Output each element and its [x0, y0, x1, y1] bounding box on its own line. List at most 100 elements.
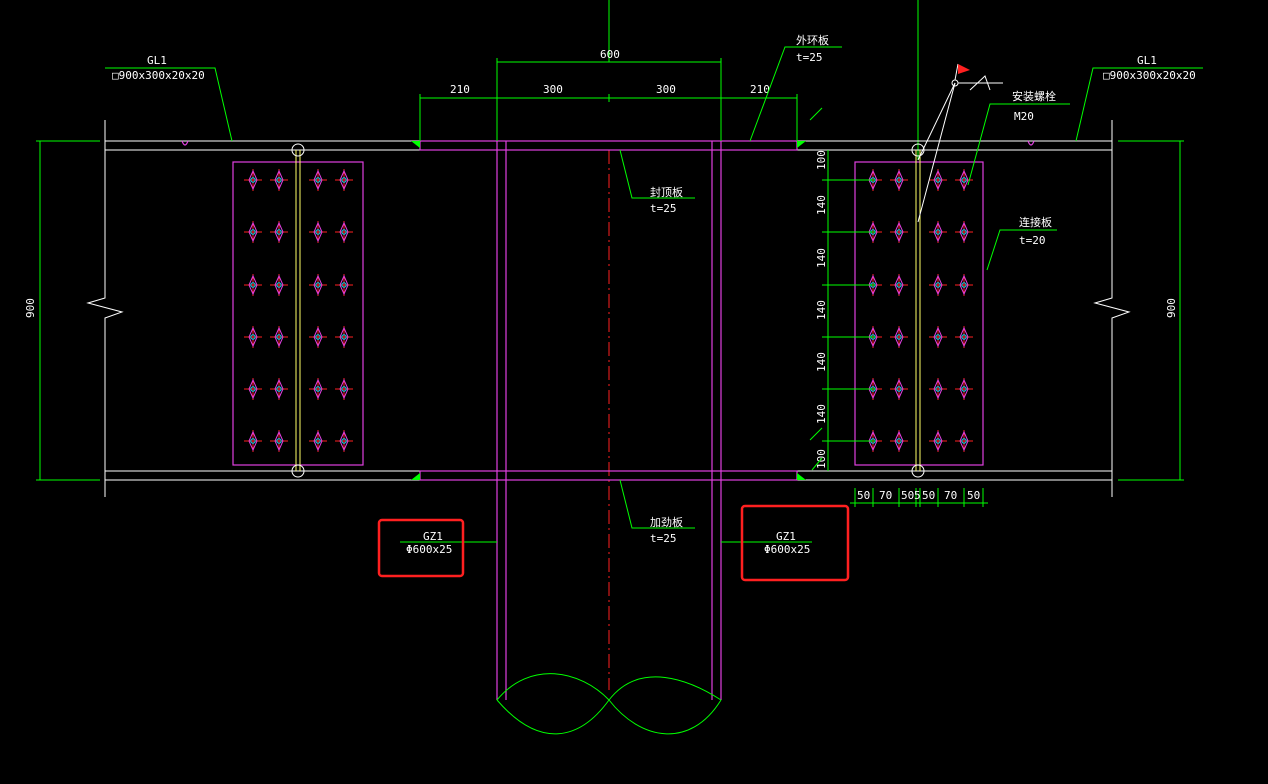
bolt-hole [935, 438, 941, 444]
dim-b-3: 50 [901, 489, 914, 502]
dim-chain-top [419, 94, 798, 141]
dim-b-1: 50 [857, 489, 870, 502]
bolt-cross [955, 274, 973, 296]
label-connect-plate: 连接板 [1019, 215, 1052, 229]
left-bolt-group [244, 169, 353, 452]
bolt-cross [955, 221, 973, 243]
bolt-cross [890, 430, 908, 452]
label-outer-ring: 外环板 [796, 33, 829, 47]
label-gl1-right-spec: □900x300x20x20 [1103, 69, 1196, 82]
right-connect-plate [854, 161, 984, 466]
bolt-cross [244, 326, 262, 348]
bolt-diamond [894, 274, 904, 296]
dim-height-right-text: 900 [1165, 298, 1178, 318]
bolt-cross [244, 221, 262, 243]
label-gl1-right: GL1 [1137, 54, 1157, 67]
bolt-diamond [313, 378, 323, 400]
bolt-diamond [894, 326, 904, 348]
bolt-cross [270, 274, 288, 296]
bolt-cross [929, 169, 947, 191]
label-bolt-spec: M20 [1014, 110, 1034, 123]
bolt-cross [929, 274, 947, 296]
label-bolt: 安装螺栓 [1012, 89, 1056, 103]
dim-v-1: 100 [815, 150, 828, 170]
bolt-hole [961, 334, 967, 340]
left-connect-plate [232, 161, 364, 466]
bolt-diamond [959, 378, 969, 400]
bolt-diamond [313, 221, 323, 243]
bolt-diamond [274, 169, 284, 191]
label-connect-plate-t: t=20 [1019, 234, 1046, 247]
dim-top-1: 210 [450, 83, 470, 96]
label-gz1-right-spec: Φ600x25 [764, 543, 810, 556]
bolt-cross [335, 221, 353, 243]
bolt-cross [890, 378, 908, 400]
bolt-diamond [274, 221, 284, 243]
label-seal-top: 封顶板 [650, 185, 683, 199]
bolt-diamond [959, 274, 969, 296]
bolt-diamond [868, 274, 878, 296]
bolt-hole [935, 334, 941, 340]
dim-height-left-text: 900 [24, 298, 37, 318]
dim-v-6: 140 [815, 404, 828, 424]
dim-b-5: 50 [922, 489, 935, 502]
bolt-cross [955, 430, 973, 452]
bolt-cross [335, 378, 353, 400]
bolt-cross [929, 221, 947, 243]
bolt-cross [270, 221, 288, 243]
bolt-diamond [959, 326, 969, 348]
bolt-hole [341, 229, 347, 235]
bolt-cross [309, 378, 327, 400]
bolt-hole [935, 229, 941, 235]
bolt-diamond [248, 378, 258, 400]
bolt-cross [929, 430, 947, 452]
right-beam [797, 120, 1131, 497]
left-beam [86, 120, 420, 497]
weld-symbol [917, 63, 1003, 223]
bolt-cross [309, 430, 327, 452]
bolt-hole [276, 282, 282, 288]
dim-total-width: 600 [600, 48, 620, 61]
bolt-diamond [933, 221, 943, 243]
bolt-diamond [274, 430, 284, 452]
bolt-diamond [248, 326, 258, 348]
bolt-cross [244, 378, 262, 400]
bolt-diamond [339, 430, 349, 452]
dim-v-2: 140 [815, 195, 828, 215]
bolt-diamond [959, 221, 969, 243]
bolt-hole [961, 177, 967, 183]
bolt-diamond [894, 221, 904, 243]
bolt-hole [341, 282, 347, 288]
bolt-hole [961, 282, 967, 288]
bolt-hole [896, 229, 902, 235]
label-stiffener: 加劲板 [650, 515, 683, 529]
label-gz1-left-spec: Φ600x25 [406, 543, 452, 556]
bolt-hole [935, 282, 941, 288]
label-seal-top-t: t=25 [650, 202, 677, 215]
bolt-diamond [868, 221, 878, 243]
bolt-diamond [868, 326, 878, 348]
bolt-diamond [894, 169, 904, 191]
label-outer-ring-t: t=25 [796, 51, 823, 64]
bolt-hole [896, 386, 902, 392]
dim-chain-bottom [850, 488, 988, 507]
dim-v-3: 140 [815, 248, 828, 268]
bolt-hole [315, 282, 321, 288]
bolt-hole [341, 386, 347, 392]
bolt-diamond [868, 169, 878, 191]
bolt-cross [270, 169, 288, 191]
bolt-hole [250, 229, 256, 235]
bolt-diamond [248, 221, 258, 243]
bolt-cross [270, 378, 288, 400]
bolt-hole [276, 334, 282, 340]
bolt-cross [890, 274, 908, 296]
bolt-diamond [339, 169, 349, 191]
bolt-diamond [313, 274, 323, 296]
bolt-hole [276, 386, 282, 392]
bolt-cross [955, 378, 973, 400]
bolt-diamond [339, 274, 349, 296]
bolt-cross [890, 221, 908, 243]
dim-top-3: 300 [656, 83, 676, 96]
bolt-hole [961, 229, 967, 235]
